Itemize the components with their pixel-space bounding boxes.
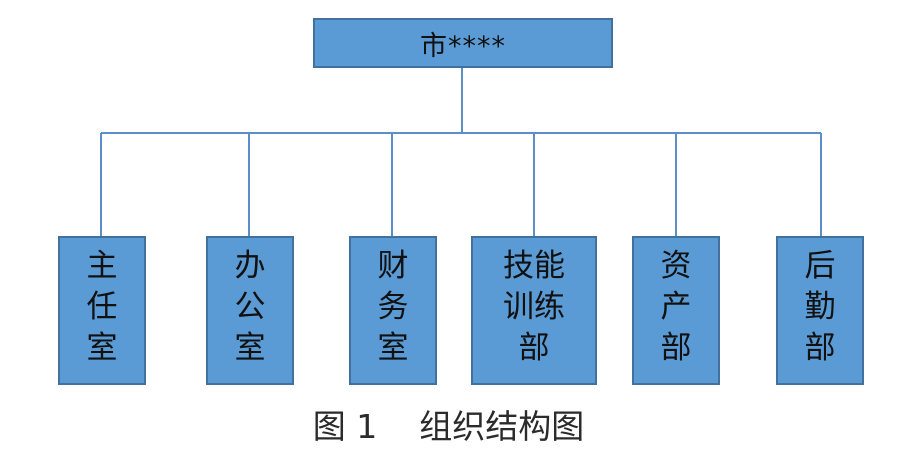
root-node: 市**** [313, 18, 613, 68]
department-node: 主 任 室 [58, 236, 146, 385]
department-node: 后 勤 部 [776, 236, 864, 385]
department-node: 技能 训练 部 [471, 236, 597, 385]
department-node: 办 公 室 [206, 236, 294, 385]
figure-caption: 图 1 组织结构图 [312, 407, 585, 446]
root-node-label: 市**** [420, 30, 506, 62]
department-node: 资 产 部 [632, 236, 720, 385]
department-node: 财 务 室 [349, 236, 437, 385]
